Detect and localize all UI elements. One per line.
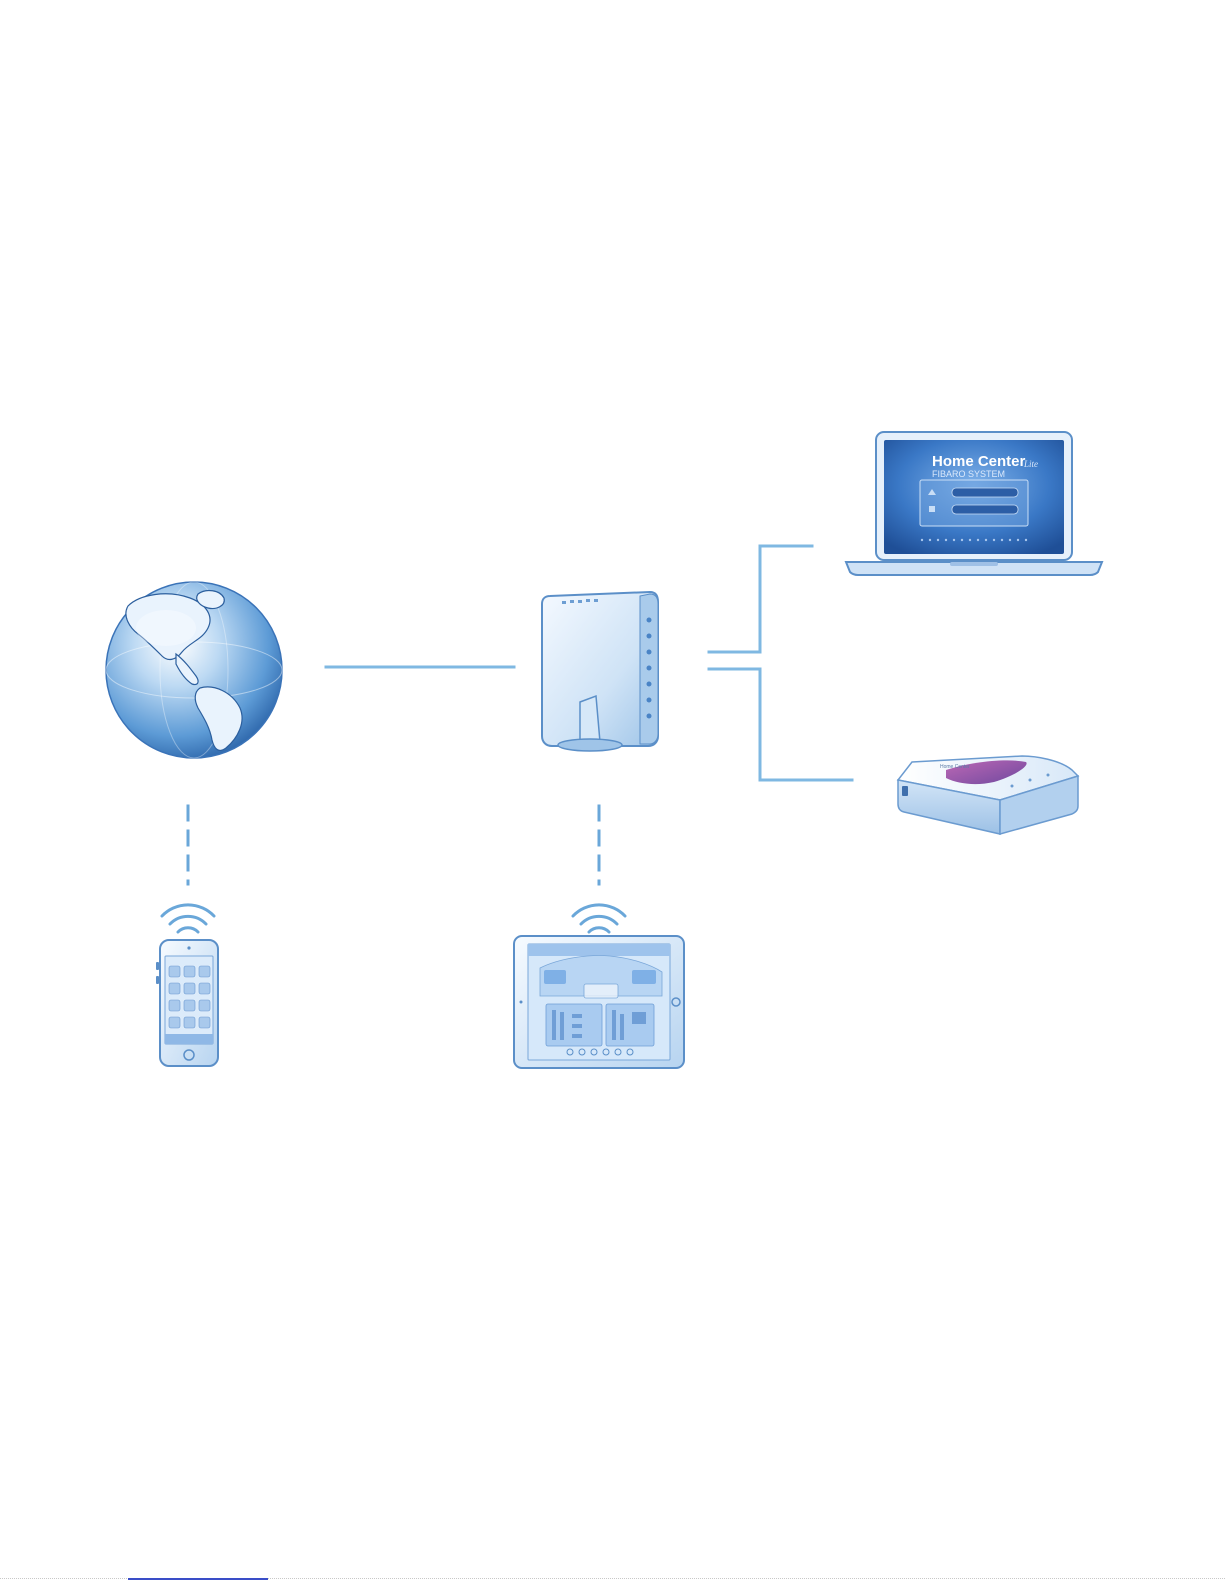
router-to-controller-link [709, 669, 852, 780]
login-panel [920, 480, 1028, 526]
page-bottom-link-underline [128, 1578, 268, 1580]
router-to-laptop-link [709, 546, 812, 652]
router-icon [542, 592, 658, 751]
laptop-screen-subtitle: FIBARO SYSTEM [932, 469, 1005, 479]
wifi-icon [573, 905, 625, 932]
home-center-icon: Home Center [898, 756, 1078, 834]
lock-icon [929, 506, 935, 512]
controller-label: Home Center [940, 764, 970, 770]
username-field [952, 488, 1018, 497]
smartphone-icon [156, 940, 218, 1066]
globe-icon [106, 582, 282, 758]
laptop-screen-title: Home Center [932, 453, 1026, 470]
password-field [952, 505, 1018, 514]
connections [188, 546, 852, 884]
wifi-icon [162, 905, 214, 932]
laptop-icon: Home Center FIBARO SYSTEM Lite [846, 432, 1102, 575]
tablet-icon [514, 936, 684, 1068]
laptop-screen-edition: Lite [1023, 459, 1038, 469]
